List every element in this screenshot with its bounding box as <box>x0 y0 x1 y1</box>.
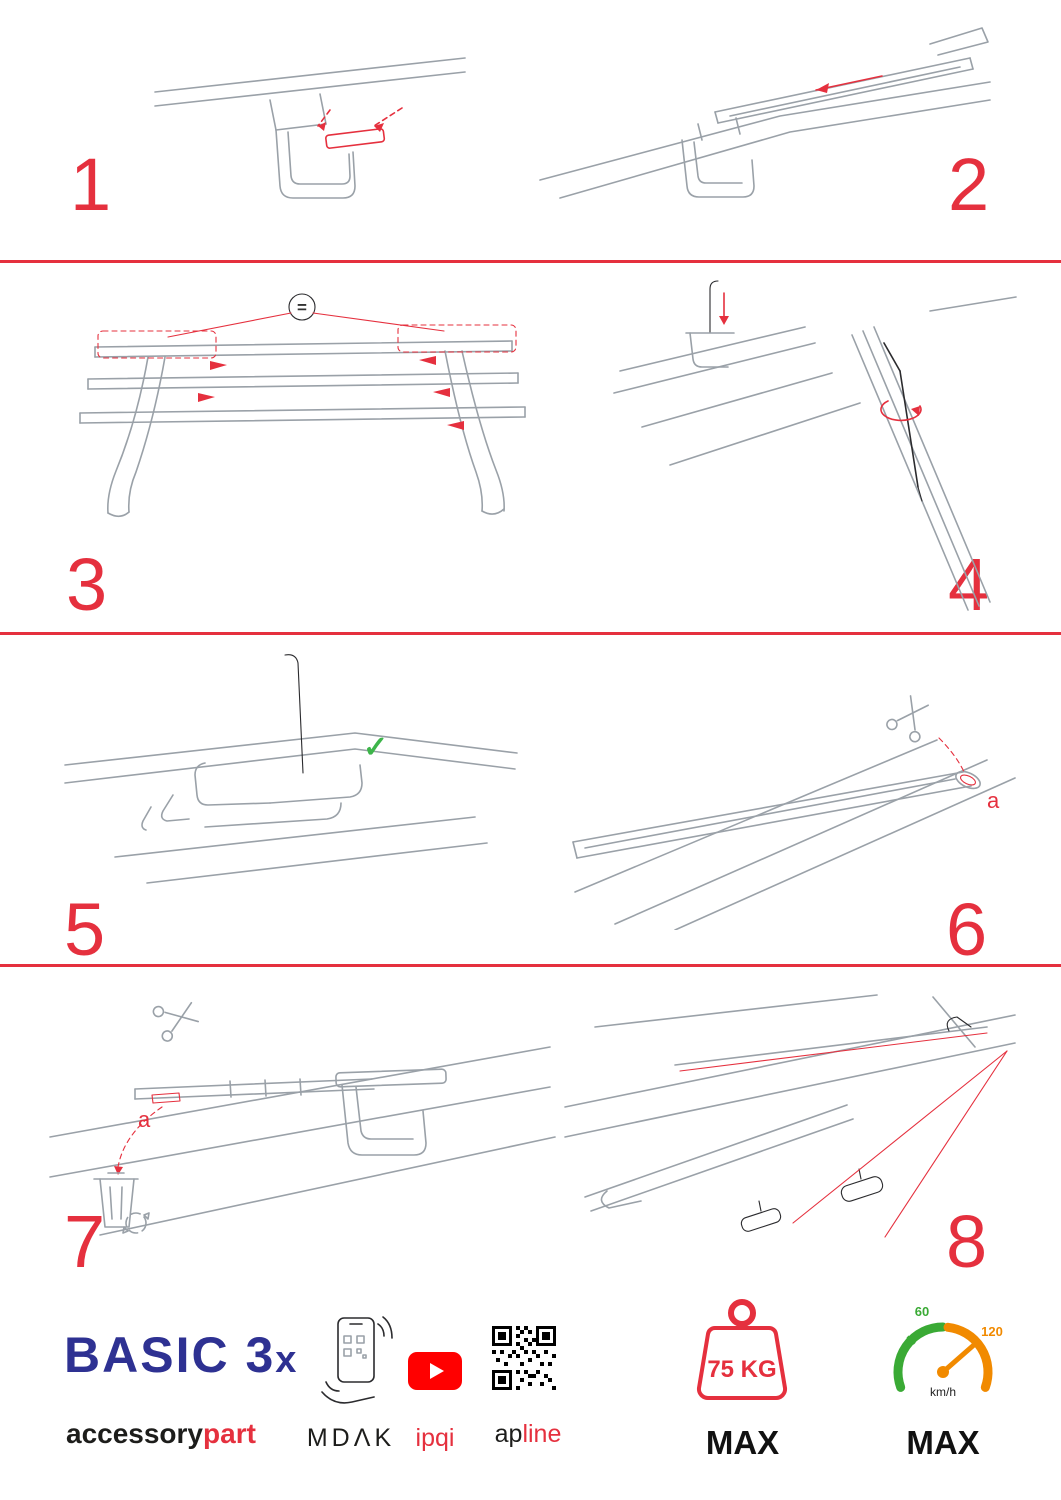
weight-max-label: MAX <box>705 1424 780 1461</box>
push-down-arrow-icon <box>719 292 729 325</box>
speed-tick-high: 120 <box>981 1324 1003 1339</box>
check-icon: ✓ <box>363 731 388 764</box>
step-3-number: 3 <box>66 543 108 626</box>
weight-value: 75 KG <box>707 1356 776 1383</box>
product-logo: BASIC 3x <box>64 1326 298 1384</box>
speed-max-label: MAX <box>906 1424 980 1461</box>
section-divider-2 <box>0 632 1061 635</box>
step-1-number: 1 <box>70 143 112 226</box>
recycle-icon <box>122 1212 150 1234</box>
cut-label: a <box>138 1107 151 1132</box>
trash-icon <box>93 1172 139 1228</box>
step-1-illustration <box>154 57 466 199</box>
speed-tick-low: 60 <box>915 1304 929 1319</box>
step-3-illustration: = <box>79 293 526 518</box>
t-bolt-icon <box>740 1168 884 1232</box>
step-5-illustration: ✓ <box>64 654 518 884</box>
brand-logo: accessorypart <box>66 1418 256 1450</box>
brand-prefix: accessory <box>66 1418 204 1449</box>
qr-code-icon <box>492 1326 556 1390</box>
step-6-number: 6 <box>946 888 988 971</box>
phone-scan-icon <box>321 1316 393 1404</box>
step-2-number: 2 <box>948 143 990 226</box>
brand-suffix: part <box>203 1418 256 1449</box>
speedometer-icon: 60 120 km/h <box>893 1304 1003 1399</box>
equal-spacing-badge: = <box>97 293 517 359</box>
logo-ipqi: ipqi <box>415 1424 455 1452</box>
cut-label: a <box>987 788 1000 813</box>
scissors-icon <box>152 1001 200 1042</box>
weight-icon: 75 KG <box>696 1299 788 1401</box>
slide-arrow-icon <box>815 75 883 93</box>
rotate-arrow-icon <box>880 400 922 422</box>
logo-apline: apline <box>494 1420 562 1448</box>
allen-key-icon <box>883 342 923 502</box>
speed-unit: km/h <box>930 1385 956 1399</box>
section-divider-3 <box>0 964 1061 967</box>
insert-plate-highlight <box>317 107 403 149</box>
logo-mdak: MDΛK <box>306 1424 396 1452</box>
step-7-illustration: a <box>49 1001 556 1236</box>
step-5-number: 5 <box>64 888 106 971</box>
step-8-illustration <box>564 994 1016 1238</box>
step-2-illustration <box>539 27 991 199</box>
scissors-icon <box>886 695 929 743</box>
cut-marks <box>229 1078 302 1098</box>
step-7-number: 7 <box>64 1200 106 1283</box>
step-4-illustration <box>613 280 1017 611</box>
product-name: BASIC 3 <box>64 1327 276 1383</box>
product-suffix: x <box>275 1339 299 1381</box>
youtube-icon <box>408 1352 462 1390</box>
step-8-number: 8 <box>946 1200 988 1283</box>
section-divider-1 <box>0 260 1061 263</box>
step-6-illustration: a <box>572 695 1016 930</box>
equals-label: = <box>297 298 307 317</box>
